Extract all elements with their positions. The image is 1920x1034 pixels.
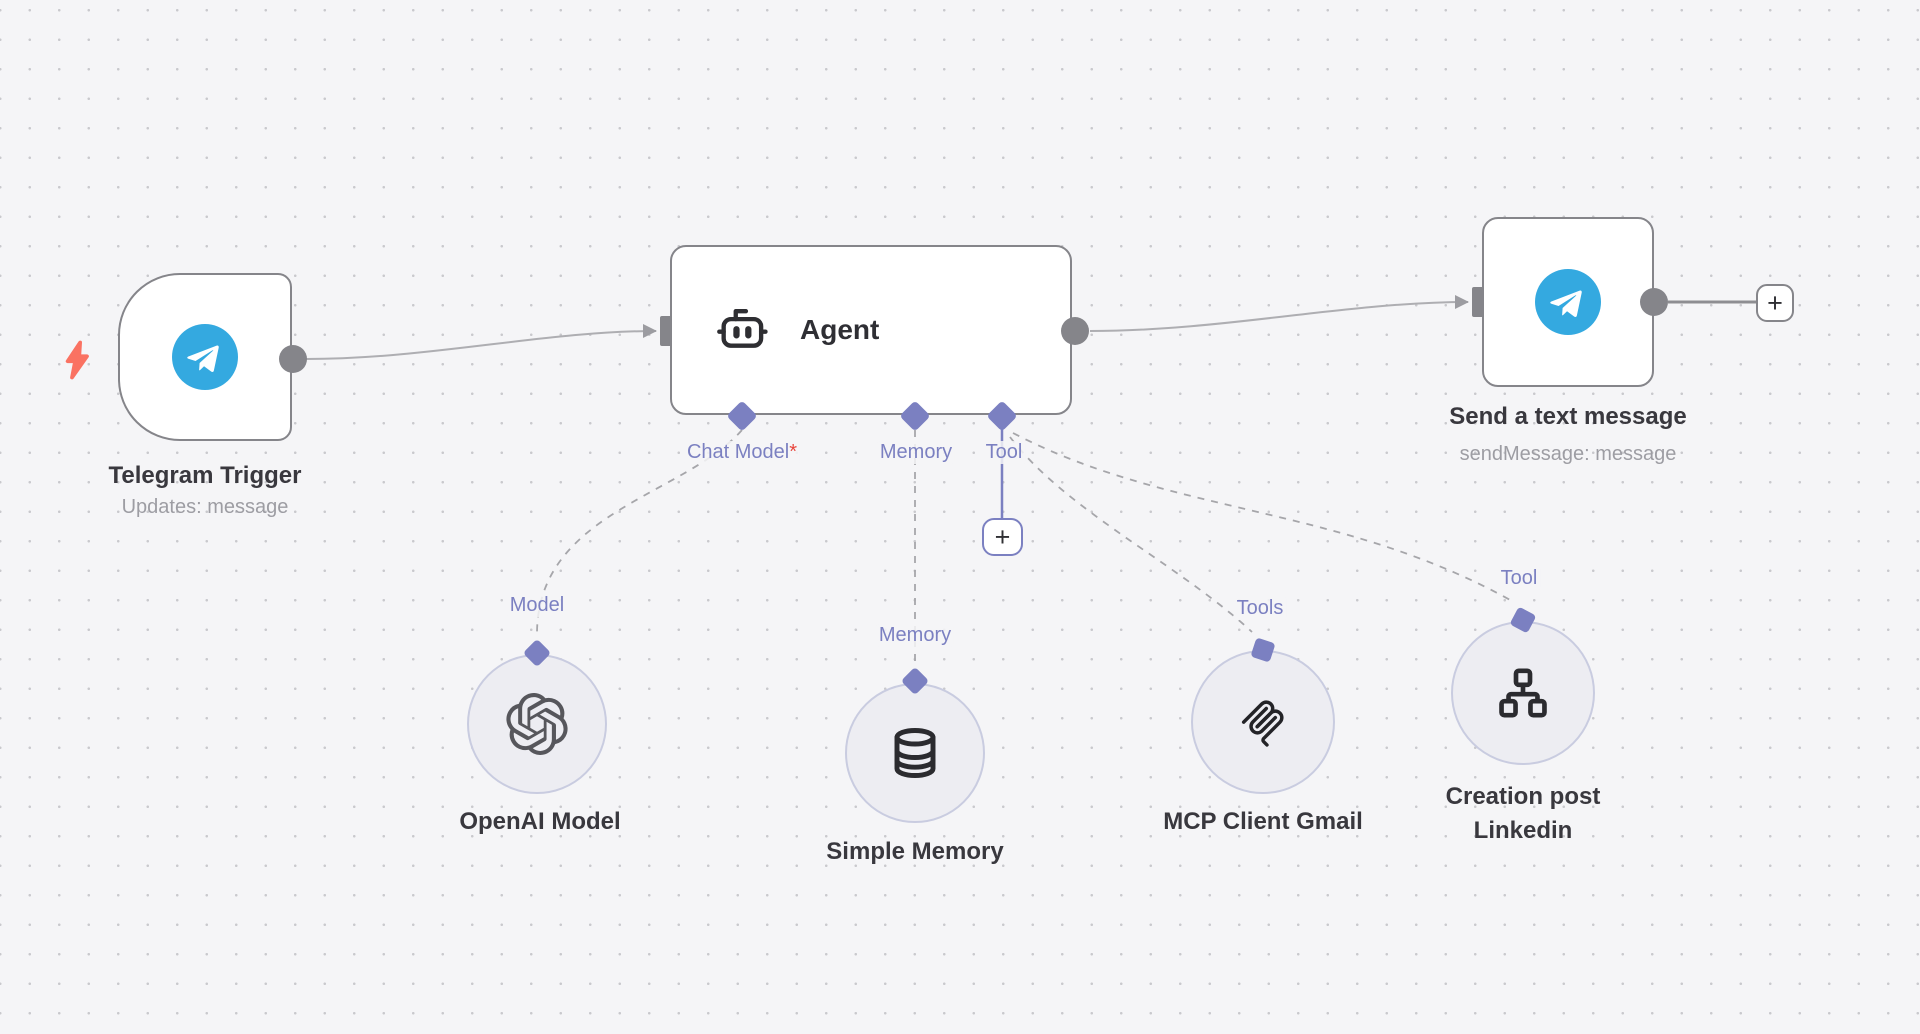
telegram-icon xyxy=(172,324,238,390)
robot-icon xyxy=(717,308,768,348)
mcp-logo-icon xyxy=(1241,700,1284,747)
telegram-icon xyxy=(1535,269,1601,335)
agent-tool-port-label: Tool xyxy=(982,441,1026,464)
trigger-subtitle: Updates: message xyxy=(121,496,289,518)
agent-chat-model-port-label: Chat Model* xyxy=(683,441,801,464)
openai-logo-icon xyxy=(506,693,568,755)
linkedin-port-label: Tool xyxy=(1497,567,1541,590)
connection-trigger-to-agent[interactable] xyxy=(305,324,657,360)
agent-memory-port-label: Memory xyxy=(876,441,956,464)
agent-title: Agent xyxy=(800,314,880,345)
openai-model-title: OpenAI Model xyxy=(459,808,621,835)
database-icon xyxy=(894,728,936,778)
agent-input-port[interactable] xyxy=(660,316,672,346)
send-message-output-port[interactable] xyxy=(1640,288,1668,316)
add-node-button[interactable]: + xyxy=(1756,284,1794,322)
send-message-subtitle: sendMessage: message xyxy=(1459,443,1677,465)
node-mcp-client-gmail[interactable] xyxy=(1191,650,1335,794)
mcp-port-label: Tools xyxy=(1233,597,1287,620)
agent-output-port[interactable] xyxy=(1061,317,1089,345)
openai-port-label: Model xyxy=(506,594,568,617)
node-telegram-trigger[interactable] xyxy=(118,273,292,441)
trigger-title: Telegram Trigger xyxy=(108,462,302,489)
connection-agent-to-send-message[interactable] xyxy=(1089,295,1469,332)
telegram-paper-plane-icon xyxy=(1550,290,1582,317)
node-openai-model[interactable] xyxy=(467,654,607,794)
connection-tool-to-mcp-client[interactable] xyxy=(1009,436,1253,633)
node-simple-memory[interactable] xyxy=(845,683,985,823)
required-asterisk: * xyxy=(789,441,798,463)
trigger-output-port[interactable] xyxy=(279,345,307,373)
send-message-input-port[interactable] xyxy=(1472,287,1484,317)
chat-model-label-text: Chat Model xyxy=(686,441,790,463)
connection-tool-to-linkedin-tool[interactable] xyxy=(1012,432,1513,602)
node-send-text-message[interactable] xyxy=(1482,217,1654,387)
add-tool-button[interactable]: + xyxy=(982,518,1023,556)
plus-icon: + xyxy=(1767,287,1783,318)
simple-memory-port-label: Memory xyxy=(875,624,955,647)
node-agent[interactable]: Agent xyxy=(670,245,1072,415)
mcp-client-gmail-title: MCP Client Gmail xyxy=(1163,808,1363,835)
sitemap-icon xyxy=(1499,668,1547,718)
plus-icon: + xyxy=(994,521,1011,552)
telegram-paper-plane-icon xyxy=(187,345,219,372)
simple-memory-title: Simple Memory xyxy=(826,838,1004,865)
send-message-title: Send a text message xyxy=(1449,403,1687,430)
lightning-bolt-icon xyxy=(65,340,89,380)
creation-post-linkedin-title: Creation post Linkedin xyxy=(1445,783,1601,844)
node-creation-post-linkedin[interactable] xyxy=(1451,621,1595,765)
